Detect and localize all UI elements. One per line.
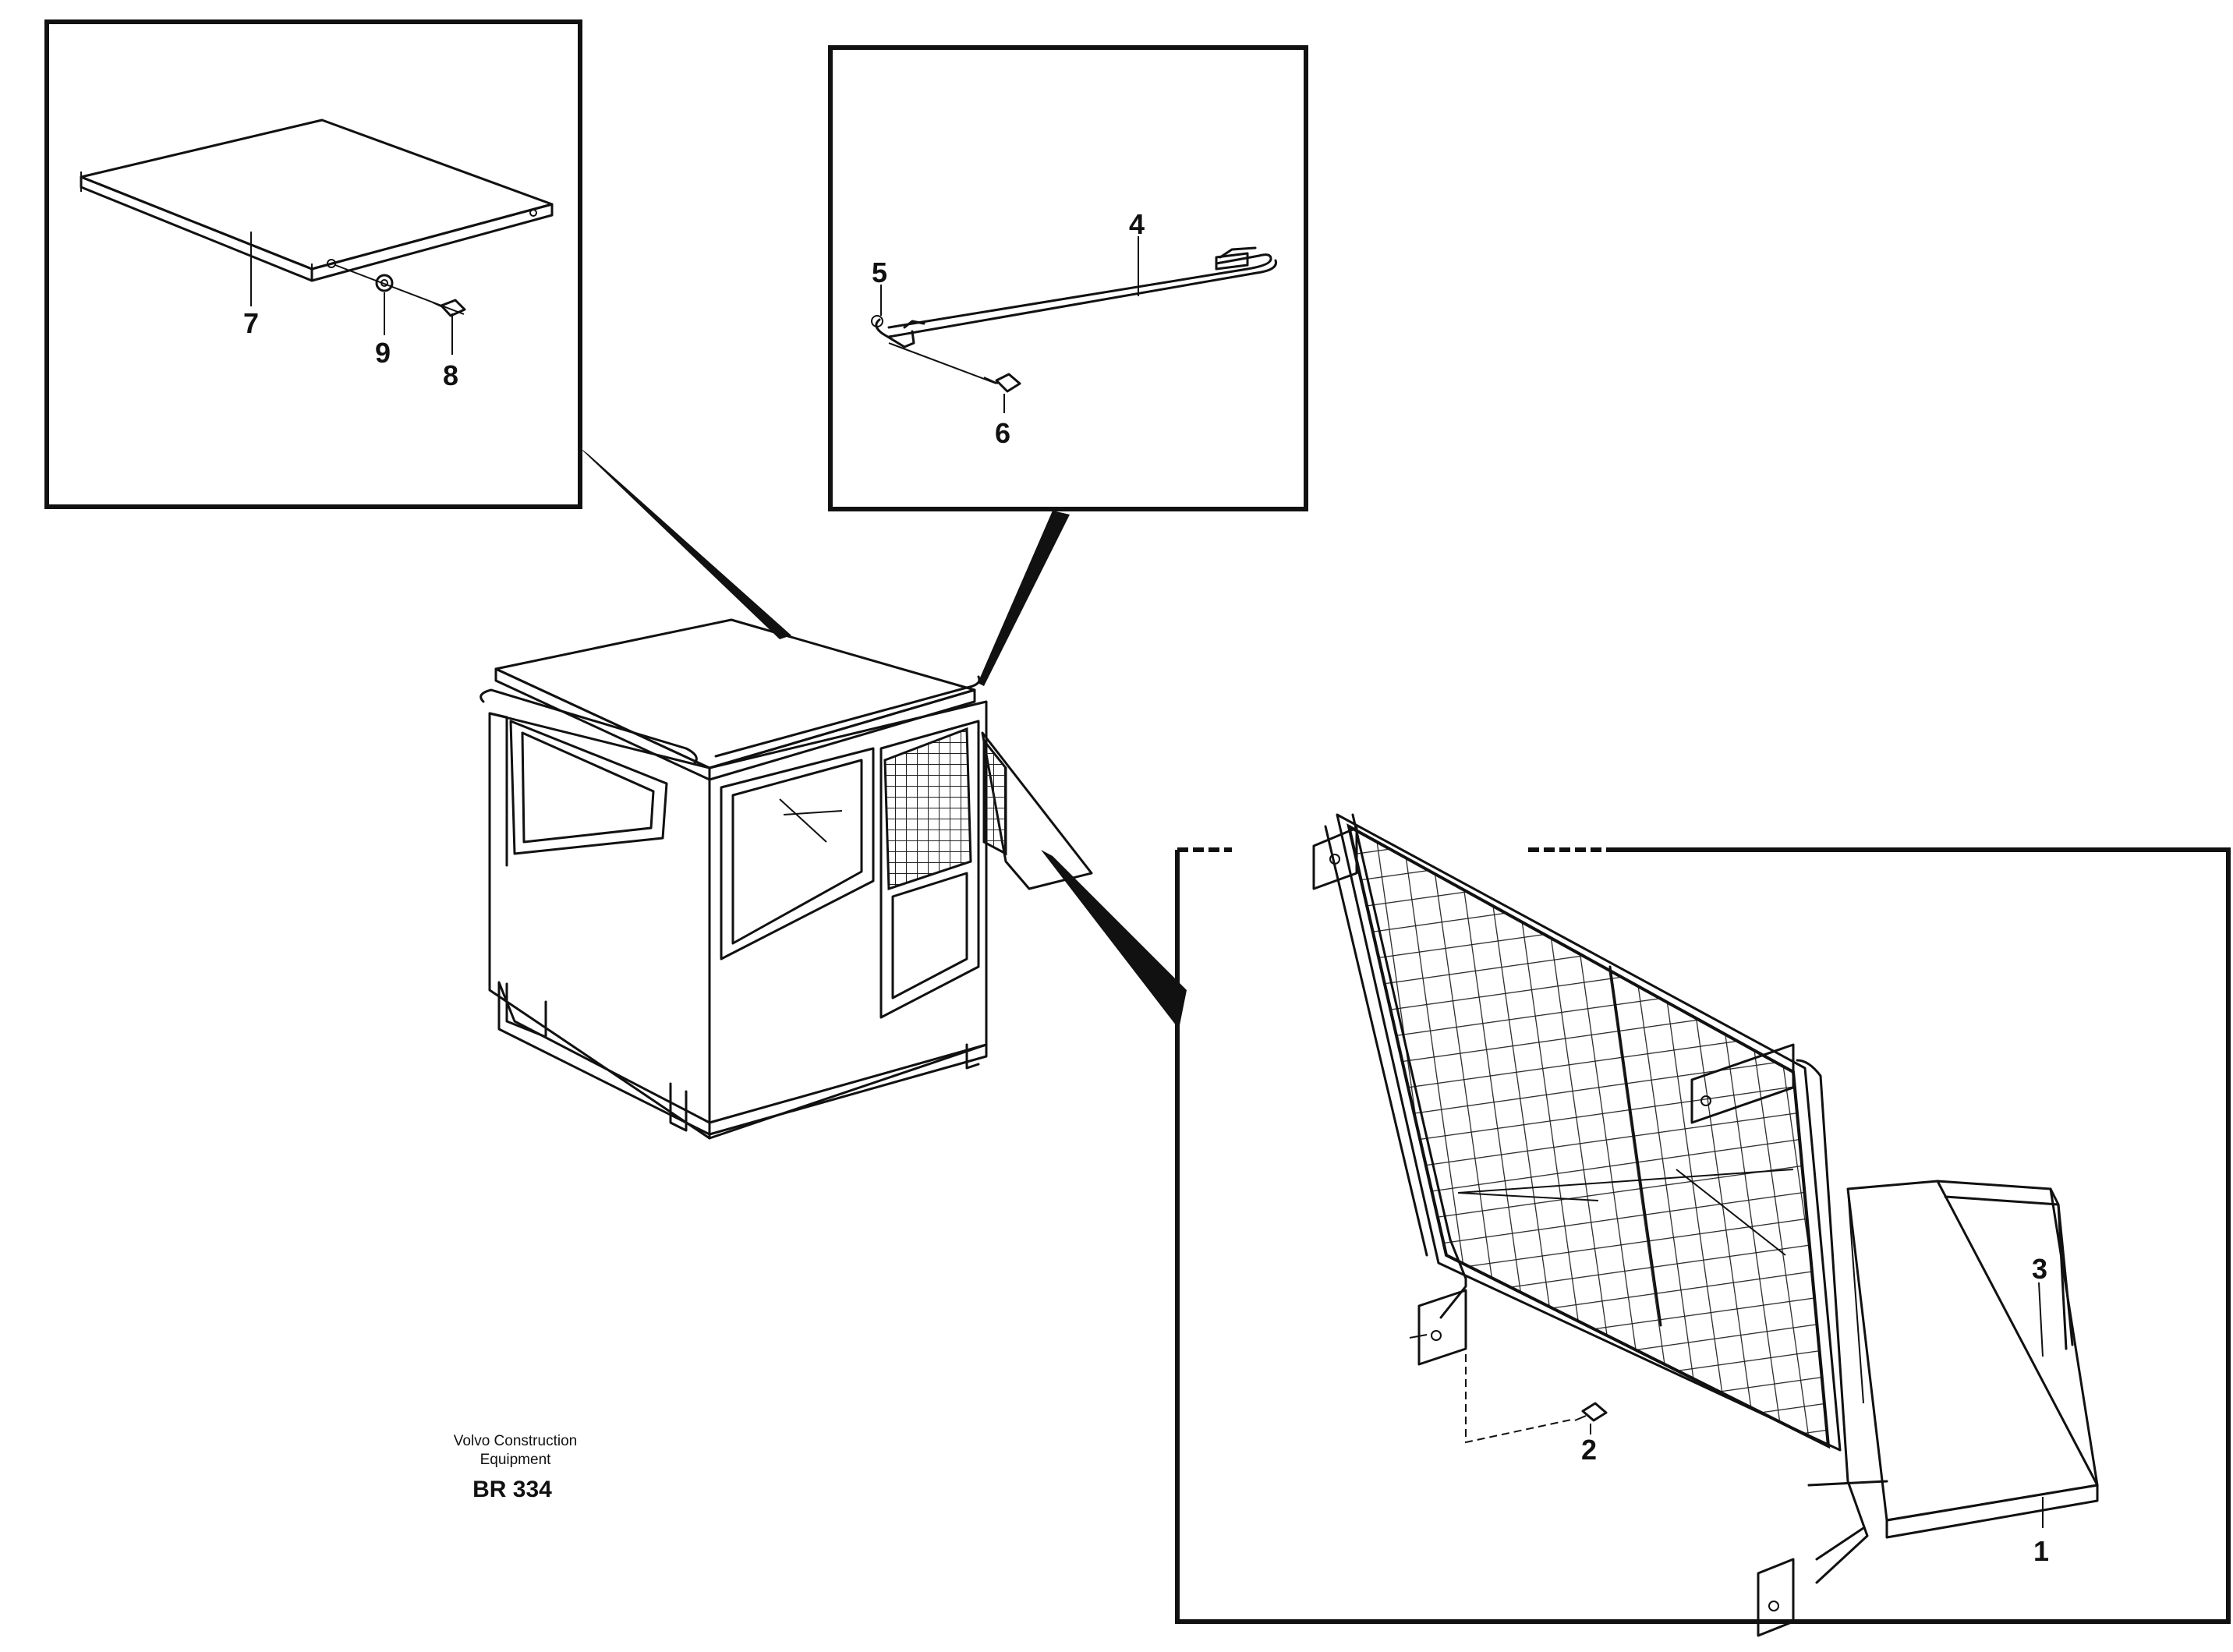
mesh-screen-part (1324, 813, 1842, 1452)
roof-panel-part (80, 119, 554, 282)
callout-7: 7 (243, 307, 259, 339)
detail-box-handrail: 4 5 6 (828, 45, 1308, 511)
screw-part (432, 299, 466, 317)
drawing-code: BR 334 (472, 1477, 552, 1502)
handrail-part (871, 246, 1277, 348)
callout-8: 8 (443, 359, 458, 391)
washer-part (375, 274, 394, 292)
footer-credit: Volvo Construction Equipment BR 334 (454, 1433, 577, 1502)
detail-box-guard: 2 3 1 (1175, 813, 2231, 1637)
bracket-lower-left (1417, 1289, 1467, 1366)
callout-2: 2 (1581, 1434, 1597, 1466)
callout-9: 9 (375, 337, 391, 369)
company-name-line2: Equipment (480, 1452, 552, 1468)
leader-guard (1041, 850, 1187, 1029)
callout-1: 1 (2033, 1535, 2049, 1567)
company-name-line1: Volvo Construction (454, 1433, 577, 1449)
detail-box-roof-panel: 7 9 8 (44, 19, 582, 509)
bracket-top-left (1312, 826, 1358, 890)
bracket-bottom-right (1757, 1558, 1795, 1637)
leader-handrail (978, 511, 1070, 686)
callout-5: 5 (872, 256, 887, 288)
bolt-part (983, 373, 1021, 393)
bracket-mid-right (1690, 1043, 1795, 1124)
callout-3: 3 (2032, 1253, 2047, 1285)
leader-roof (579, 447, 791, 639)
bolt-2-part (1574, 1402, 1608, 1422)
cab-illustration (480, 618, 1093, 1140)
tray-part (1846, 1180, 2099, 1539)
callout-4: 4 (1129, 208, 1145, 240)
callout-6: 6 (995, 417, 1010, 449)
